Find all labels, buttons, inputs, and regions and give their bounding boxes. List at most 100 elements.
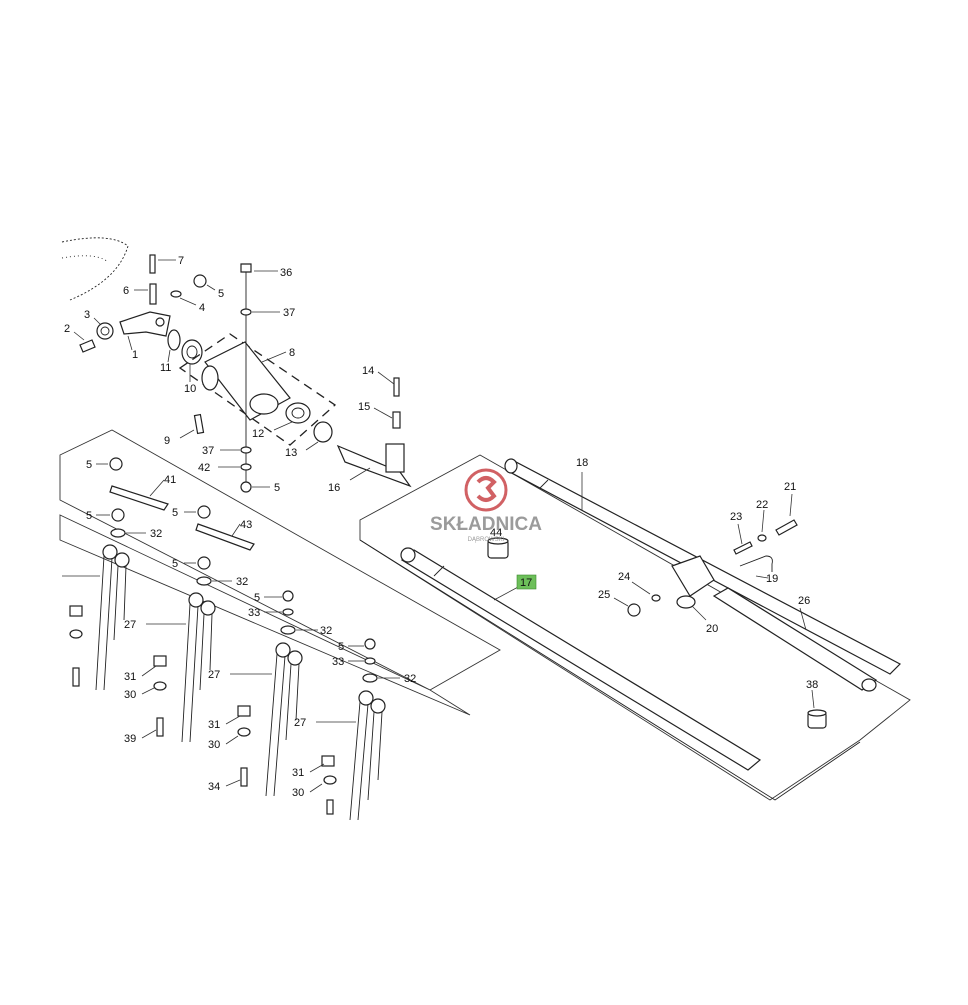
label-30-c: 30 bbox=[208, 739, 220, 751]
tube-plate-shadow bbox=[359, 539, 861, 801]
bearing-12 bbox=[285, 402, 311, 424]
bracket-43 bbox=[195, 523, 255, 551]
leader-3 bbox=[93, 317, 101, 325]
bolt-39-b bbox=[156, 717, 164, 737]
bolt-21 bbox=[775, 519, 798, 536]
crank-hole bbox=[155, 317, 165, 327]
tine-prongs-1 bbox=[95, 555, 127, 691]
leader-11 bbox=[167, 349, 171, 363]
pin-19 bbox=[739, 555, 773, 572]
logo-ring bbox=[464, 468, 508, 512]
label-4: 4 bbox=[199, 302, 205, 314]
label-41: 41 bbox=[164, 474, 176, 486]
pin-23 bbox=[733, 541, 753, 555]
label-12: 12 bbox=[252, 428, 264, 440]
crank-arm-1 bbox=[119, 311, 171, 337]
watermark-logo: SKŁADNICA DĄBROWSKI bbox=[430, 468, 542, 543]
tine-prongs-4 bbox=[349, 701, 383, 821]
label-5-d: 5 bbox=[172, 558, 178, 570]
tube-bracket bbox=[671, 555, 715, 597]
leader-31-d bbox=[309, 763, 325, 773]
label-17: 17 bbox=[520, 577, 532, 589]
wheel-fragment bbox=[61, 237, 129, 301]
label-5-c: 5 bbox=[172, 507, 178, 519]
label-34: 34 bbox=[208, 781, 220, 793]
leader-16 bbox=[349, 467, 371, 481]
shaft-16-bracket bbox=[385, 443, 405, 473]
label-21: 21 bbox=[784, 481, 796, 493]
leader-43 bbox=[231, 523, 241, 537]
label-32-d: 32 bbox=[404, 673, 416, 685]
leader-1 bbox=[127, 335, 133, 351]
cam-drum-flange bbox=[249, 393, 279, 415]
leader-14 bbox=[377, 371, 395, 385]
label-13: 13 bbox=[285, 447, 297, 459]
bearing-3 bbox=[96, 322, 114, 340]
label-24: 24 bbox=[618, 571, 630, 583]
bearing-12-inner bbox=[291, 407, 305, 419]
leader-9 bbox=[179, 429, 195, 439]
tube-18-joint bbox=[539, 479, 549, 489]
cam-drum-end bbox=[201, 365, 219, 391]
leader-38 bbox=[811, 689, 815, 709]
leader-12 bbox=[273, 421, 293, 431]
label-37-top: 37 bbox=[283, 307, 295, 319]
nut-5-top bbox=[193, 274, 207, 288]
label-5-e: 5 bbox=[254, 592, 260, 604]
bushing-38-top bbox=[807, 709, 827, 717]
label-16: 16 bbox=[328, 482, 340, 494]
key-9 bbox=[193, 413, 205, 435]
tine-coil-4b bbox=[370, 698, 386, 714]
tine-assembly-3 bbox=[225, 590, 318, 797]
label-11: 11 bbox=[160, 362, 171, 374]
part-17-highlight bbox=[516, 574, 537, 590]
nut-5-f bbox=[364, 638, 376, 650]
nut-5-bottom bbox=[240, 481, 252, 493]
label-1: 1 bbox=[132, 349, 138, 361]
label-18: 18 bbox=[576, 457, 588, 469]
nut-5-d bbox=[197, 556, 211, 570]
label-9: 9 bbox=[164, 435, 170, 447]
bolt-39-d bbox=[326, 799, 334, 815]
label-14: 14 bbox=[362, 365, 374, 377]
label-31-d: 31 bbox=[292, 767, 304, 779]
nut-5-b bbox=[111, 508, 125, 522]
tine-coil-2a bbox=[188, 592, 204, 608]
label-36: 36 bbox=[280, 267, 292, 279]
tine-coil-3a bbox=[275, 642, 291, 658]
pin-6 bbox=[149, 283, 157, 305]
leader-20 bbox=[691, 605, 707, 621]
washer-32-d bbox=[362, 673, 378, 683]
washer-37-top bbox=[240, 308, 252, 316]
tine-assembly-4 bbox=[309, 638, 400, 821]
label-15: 15 bbox=[358, 401, 370, 413]
label-30-b: 30 bbox=[124, 689, 136, 701]
leader-30-d bbox=[309, 783, 323, 793]
leader-5-top bbox=[206, 284, 216, 291]
tine-coil-3b bbox=[287, 650, 303, 666]
label-33-b: 33 bbox=[332, 656, 344, 668]
tine-plate-edge bbox=[59, 514, 471, 716]
washer-11 bbox=[167, 329, 181, 351]
tine-plate-upper bbox=[59, 429, 501, 691]
tube-group bbox=[400, 458, 902, 771]
tube-26 bbox=[712, 587, 878, 691]
tine-assembly-2 bbox=[141, 592, 216, 743]
washer-13 bbox=[313, 421, 333, 443]
wheel-fragment-inner bbox=[61, 255, 109, 263]
tube-18-end bbox=[504, 458, 518, 474]
group-8-box bbox=[178, 333, 337, 446]
tube-17-end bbox=[400, 547, 416, 563]
washer-32-c bbox=[280, 625, 296, 635]
ring-4 bbox=[170, 290, 182, 298]
label-5-f: 5 bbox=[338, 641, 344, 653]
washer-33-b bbox=[364, 657, 376, 665]
label-10: 10 bbox=[184, 383, 196, 395]
leader-17 bbox=[493, 585, 521, 601]
bearing-3-inner bbox=[100, 326, 110, 336]
washer-32-a bbox=[110, 528, 126, 538]
washer-30-a bbox=[69, 629, 83, 639]
tine-assembly-1 bbox=[62, 544, 130, 691]
label-20: 20 bbox=[706, 623, 718, 635]
